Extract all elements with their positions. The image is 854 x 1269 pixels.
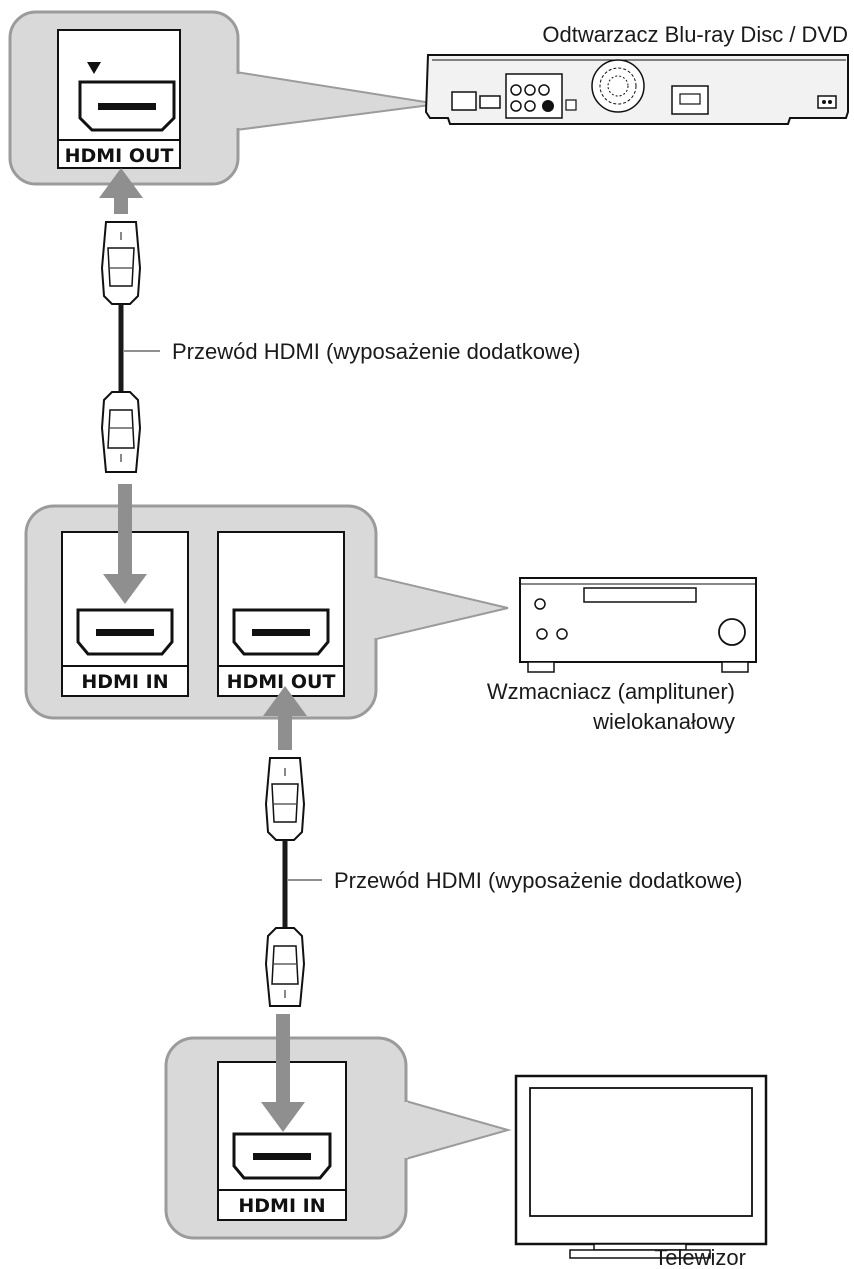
down-arrow-head-2 xyxy=(261,1102,305,1132)
up-arrow-shaft-2 xyxy=(278,710,292,750)
amplifier-section: HDMI IN HDMI OUT Wzmacniacz (amplituner)… xyxy=(24,484,757,734)
up-arrow-head-2 xyxy=(263,686,307,716)
hdmi-plug-icon xyxy=(264,757,306,841)
down-arrow-shaft-2 xyxy=(276,1014,290,1104)
player-port-label: HDMI OUT xyxy=(65,145,174,167)
hdmi-socket-icon xyxy=(232,1132,332,1180)
television-device xyxy=(514,1074,768,1259)
bottom-cable-label: Przewód HDMI (wyposażenie dodatkowe) xyxy=(334,868,742,893)
hdmi-socket-icon xyxy=(232,608,330,656)
down-triangle-icon xyxy=(87,62,101,74)
tv-port-label: HDMI IN xyxy=(238,1195,325,1217)
hdmi-plug-icon xyxy=(100,221,142,305)
tv-callout-pointer xyxy=(401,1098,512,1162)
down-arrow-shaft-1 xyxy=(118,484,132,580)
tv-label: Telewizor xyxy=(654,1245,746,1269)
blu-ray-player-device xyxy=(424,54,849,125)
down-arrow-head-1 xyxy=(103,574,147,604)
amplifier-label-line2: wielokanałowy xyxy=(592,709,735,734)
hdmi-plug-icon xyxy=(100,391,142,473)
up-arrow-head-1 xyxy=(99,168,143,198)
tv-section: HDMI IN Telewizor xyxy=(164,1014,768,1269)
hdmi-socket-icon xyxy=(78,80,176,132)
hdmi-socket-icon xyxy=(76,608,174,656)
amplifier-label-line1: Wzmacniacz (amplituner) xyxy=(487,679,735,704)
amp-in-port-label: HDMI IN xyxy=(81,671,168,693)
hdmi-plug-icon xyxy=(264,927,306,1007)
player-device-label: Odtwarzacz Blu-ray Disc / DVD xyxy=(542,22,848,47)
top-hdmi-cable: Przewód HDMI (wyposażenie dodatkowe) xyxy=(99,168,580,473)
amp-out-port-label: HDMI OUT xyxy=(227,671,336,693)
player-callout-pointer xyxy=(235,70,439,132)
bottom-hdmi-cable: Przewód HDMI (wyposażenie dodatkowe) xyxy=(263,686,742,1007)
amp-callout-pointer xyxy=(371,574,509,642)
top-cable-label: Przewód HDMI (wyposażenie dodatkowe) xyxy=(172,339,580,364)
player-section: HDMI OUT Odtwarzacz Blu-ray Disc / DVD xyxy=(8,10,849,186)
amplifier-device xyxy=(519,577,757,673)
